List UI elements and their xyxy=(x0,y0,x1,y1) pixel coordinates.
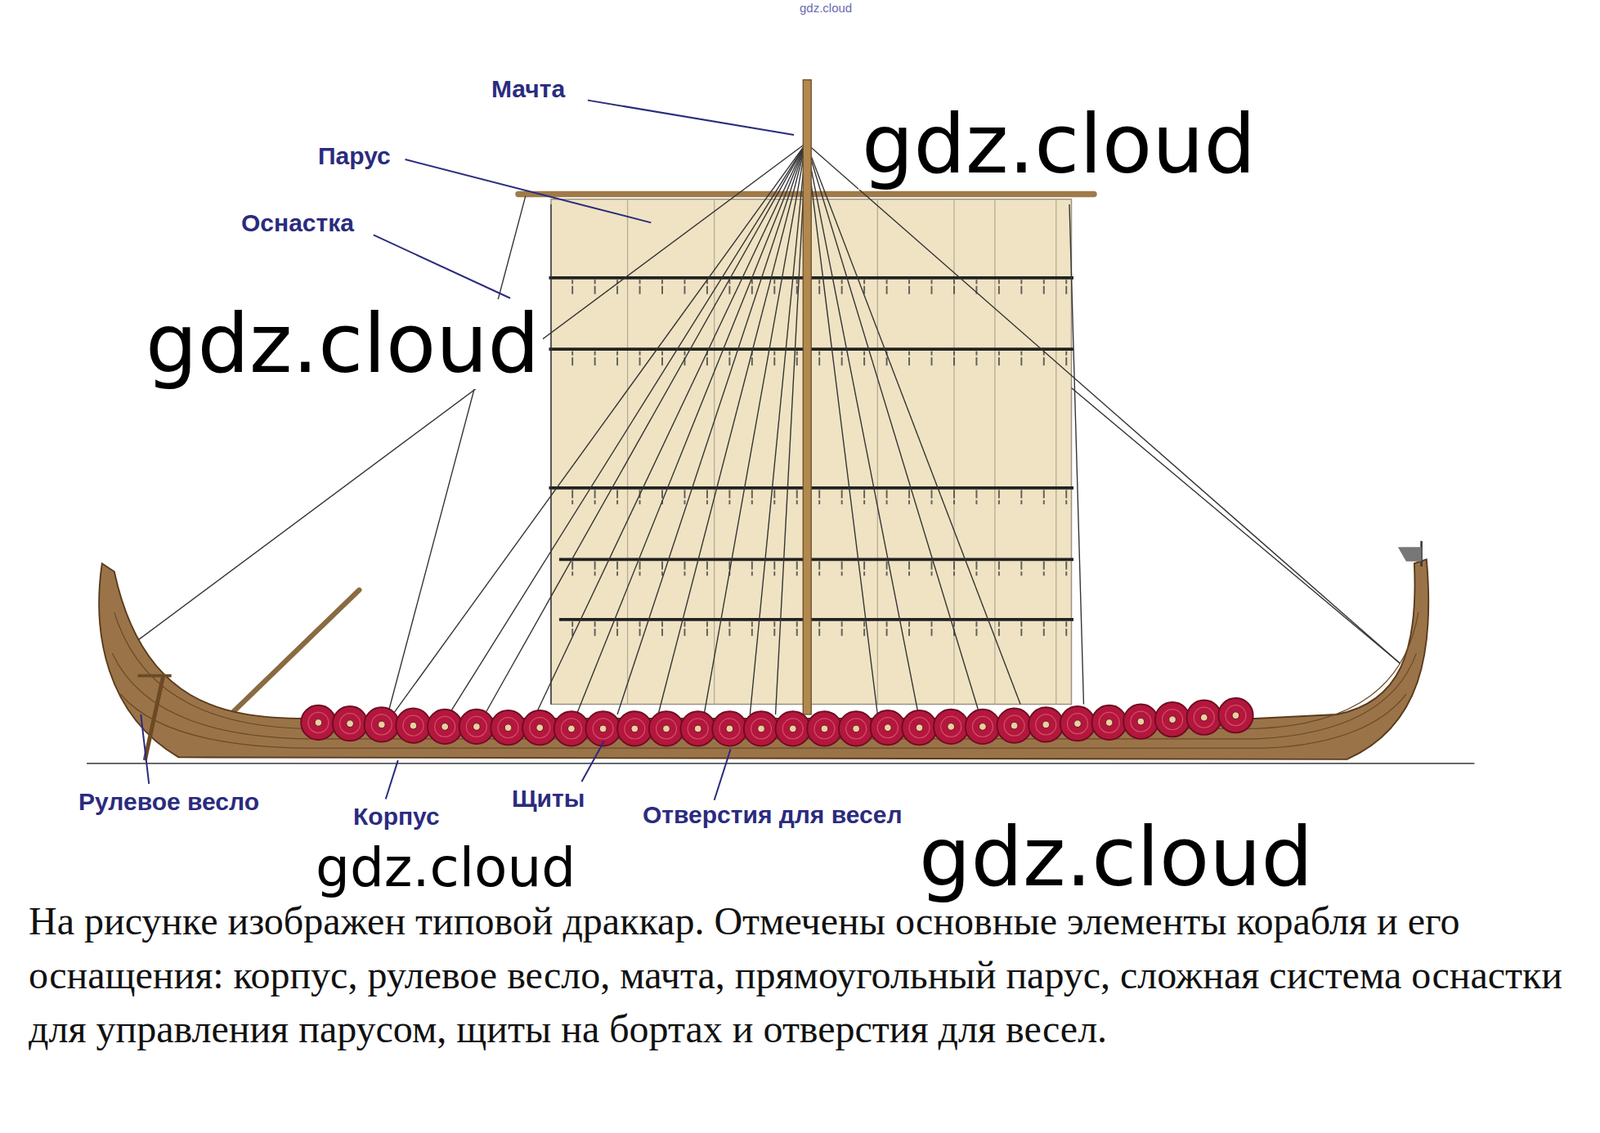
mast xyxy=(802,80,812,715)
steering-oar xyxy=(144,676,163,762)
steering-oar-handle xyxy=(137,674,171,678)
part-label: Щиты xyxy=(510,784,587,814)
hull-planks xyxy=(112,612,1419,749)
watermark: gdz.cloud xyxy=(312,838,579,899)
tiller xyxy=(233,590,360,713)
shields xyxy=(300,698,1253,747)
part-label: Оснастка xyxy=(239,209,356,238)
watermark: gdz.cloud xyxy=(858,99,1260,190)
part-label: Парус xyxy=(316,142,393,171)
part-label: Корпус xyxy=(351,802,442,832)
hull xyxy=(98,559,1429,760)
waterline xyxy=(86,762,1475,765)
caption: На рисунке изображен типовой драккар. От… xyxy=(28,894,1592,1057)
rigging xyxy=(120,143,1400,715)
flag xyxy=(1398,546,1422,561)
part-label: Рулевое весло xyxy=(76,788,261,817)
part-label: Мачта xyxy=(489,75,567,104)
watermark: gdz.cloud xyxy=(142,299,543,390)
part-label: Отверстия для весел xyxy=(640,801,904,830)
watermark: gdz.cloud xyxy=(799,1,852,16)
watermark: gdz.cloud xyxy=(915,812,1317,903)
leader-lines xyxy=(140,100,794,801)
